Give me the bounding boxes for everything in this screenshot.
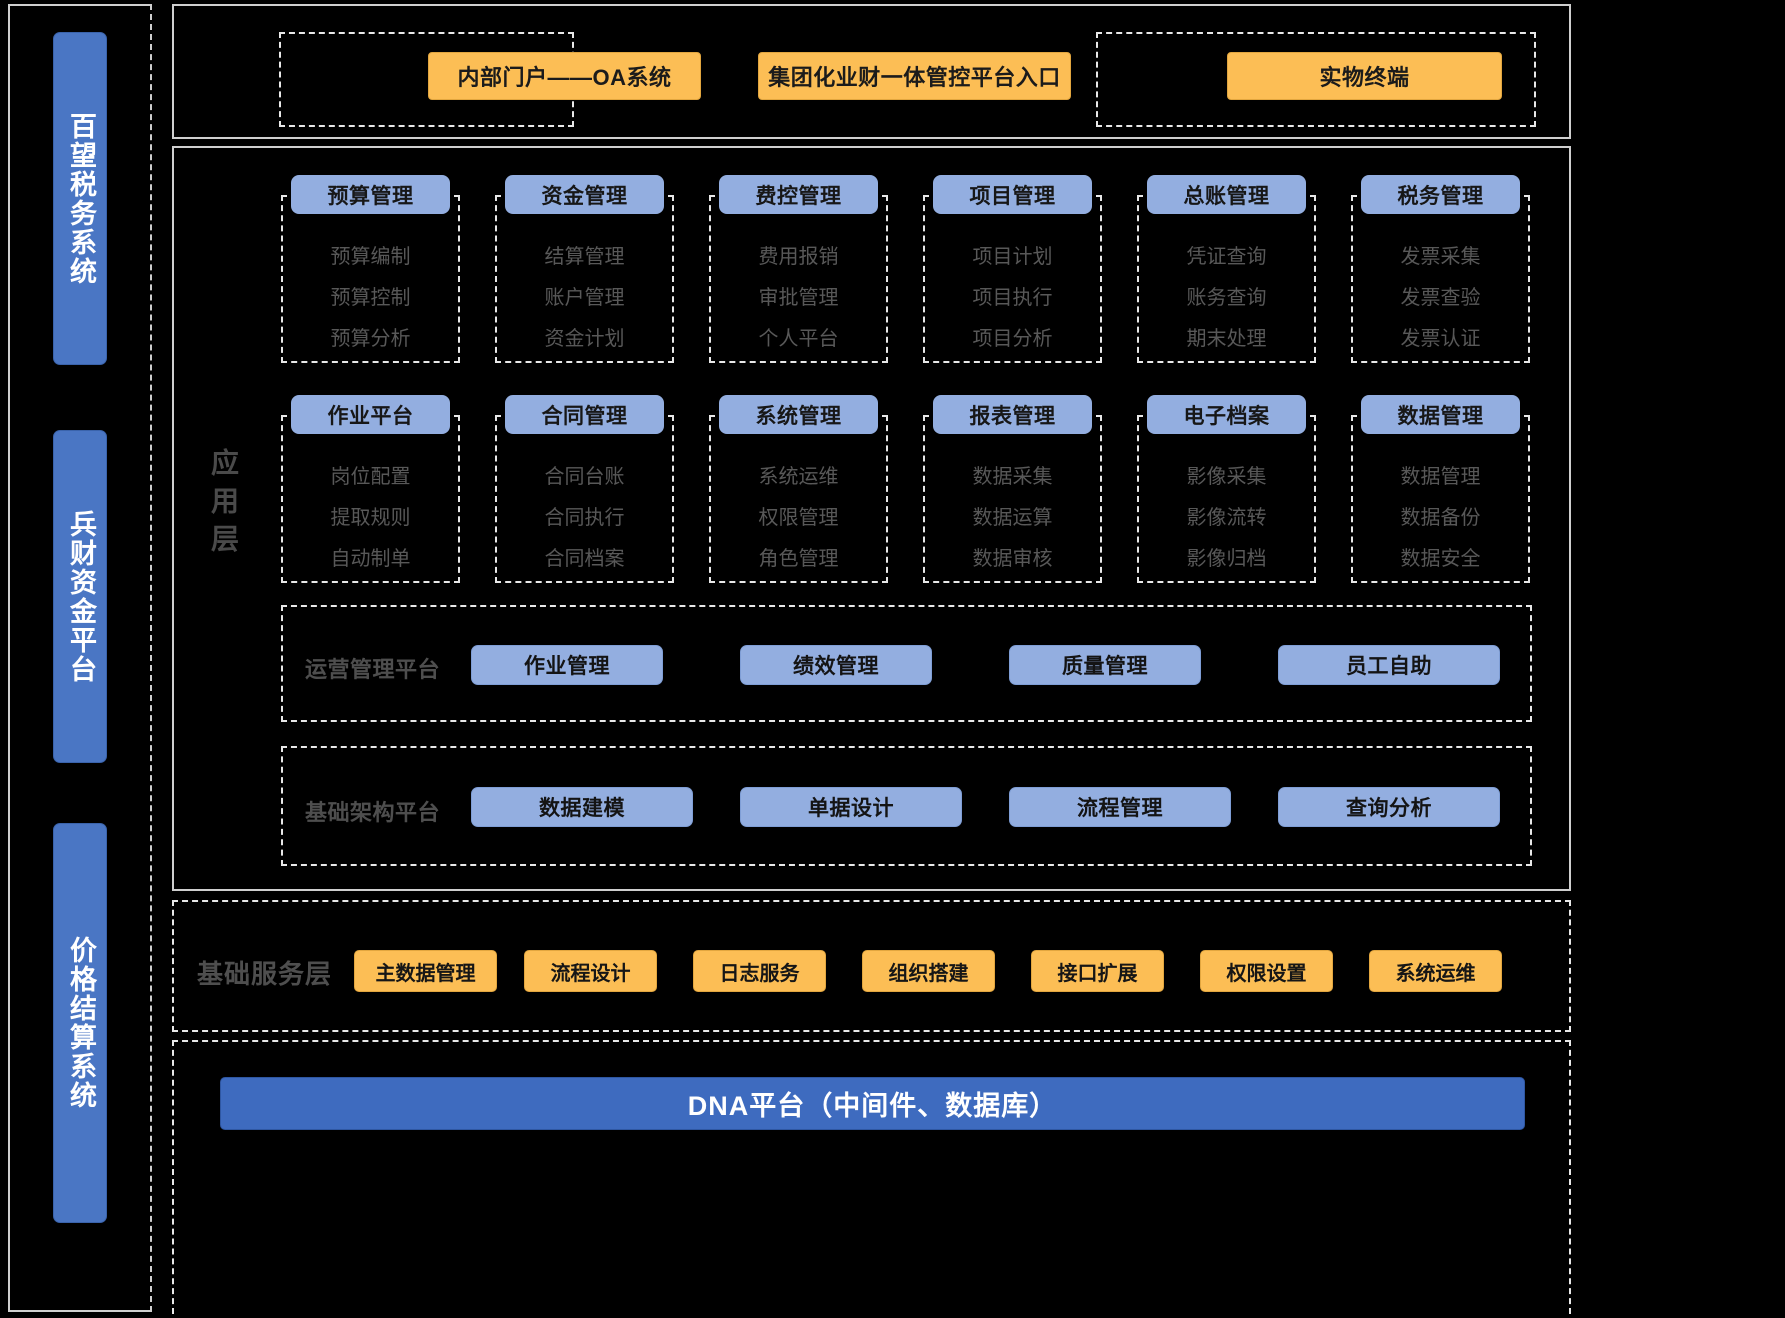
infra-item-process-management[interactable]: 流程管理 xyxy=(1009,787,1231,827)
module-title[interactable]: 费控管理 xyxy=(719,175,878,214)
module-title[interactable]: 资金管理 xyxy=(505,175,664,214)
module-title[interactable]: 作业平台 xyxy=(291,395,450,434)
infra-item-document-design[interactable]: 单据设计 xyxy=(740,787,962,827)
module-body: 数据管理 数据备份 数据安全 xyxy=(1351,415,1530,583)
ops-item-performance-management[interactable]: 绩效管理 xyxy=(740,645,932,685)
module-body: 岗位配置 提取规则 自动制单 xyxy=(281,415,460,583)
module-item[interactable]: 数据审核 xyxy=(972,548,1053,570)
module-item[interactable]: 项目执行 xyxy=(972,287,1053,309)
module-item[interactable]: 预算控制 xyxy=(330,287,411,309)
base-item-log-service[interactable]: 日志服务 xyxy=(693,950,826,992)
module-item[interactable]: 发票采集 xyxy=(1400,246,1481,268)
module-item[interactable]: 影像归档 xyxy=(1186,548,1267,570)
main-column: 内部门户——OA系统 集团化业财一体管控平台入口 实物终端 应用层 预算编制 预… xyxy=(172,0,1572,1318)
module-title[interactable]: 预算管理 xyxy=(291,175,450,214)
portal-layer: 内部门户——OA系统 集团化业财一体管控平台入口 实物终端 xyxy=(172,4,1571,139)
module-body: 合同台账 合同执行 合同档案 xyxy=(495,415,674,583)
base-item-organization-build[interactable]: 组织搭建 xyxy=(862,950,995,992)
module-title[interactable]: 电子档案 xyxy=(1147,395,1306,434)
module-title[interactable]: 合同管理 xyxy=(505,395,664,434)
module-item[interactable]: 角色管理 xyxy=(758,548,839,570)
left-systems-rail xyxy=(8,4,150,1312)
module-item[interactable]: 数据采集 xyxy=(972,466,1053,488)
infra-item-query-analysis[interactable]: 查询分析 xyxy=(1278,787,1500,827)
module-item[interactable]: 项目分析 xyxy=(972,328,1053,350)
ops-item-work-management[interactable]: 作业管理 xyxy=(471,645,663,685)
ops-item-quality-management[interactable]: 质量管理 xyxy=(1009,645,1201,685)
module-body: 数据采集 数据运算 数据审核 xyxy=(923,415,1102,583)
module-item[interactable]: 账务查询 xyxy=(1186,287,1267,309)
module-body: 费用报销 审批管理 个人平台 xyxy=(709,195,888,363)
ops-platform-band xyxy=(281,605,1532,722)
module-title[interactable]: 总账管理 xyxy=(1147,175,1306,214)
module-title[interactable]: 税务管理 xyxy=(1361,175,1520,214)
module-body: 影像采集 影像流转 影像归档 xyxy=(1137,415,1316,583)
module-item[interactable]: 发票认证 xyxy=(1400,328,1481,350)
application-layer-label: 应用层 xyxy=(208,448,239,562)
module-item[interactable]: 费用报销 xyxy=(758,246,839,268)
module-title[interactable]: 系统管理 xyxy=(719,395,878,434)
module-item[interactable]: 自动制单 xyxy=(330,548,411,570)
module-item[interactable]: 系统运维 xyxy=(758,466,839,488)
module-item[interactable]: 影像采集 xyxy=(1186,466,1267,488)
module-item[interactable]: 提取规则 xyxy=(330,507,411,529)
module-body: 预算编制 预算控制 预算分析 xyxy=(281,195,460,363)
portal-entry-oa[interactable]: 内部门户——OA系统 xyxy=(428,52,701,100)
module-body: 发票采集 发票查验 发票认证 xyxy=(1351,195,1530,363)
base-service-layer-label: 基础服务层 xyxy=(197,959,333,989)
module-item[interactable]: 预算编制 xyxy=(330,246,411,268)
module-item[interactable]: 合同台账 xyxy=(544,466,625,488)
module-item[interactable]: 账户管理 xyxy=(544,287,625,309)
ops-item-employee-self-service[interactable]: 员工自助 xyxy=(1278,645,1500,685)
module-item[interactable]: 数据备份 xyxy=(1400,507,1481,529)
module-item[interactable]: 合同档案 xyxy=(544,548,625,570)
module-item[interactable]: 影像流转 xyxy=(1186,507,1267,529)
infra-platform-band xyxy=(281,746,1532,866)
module-title[interactable]: 项目管理 xyxy=(933,175,1092,214)
module-item[interactable]: 数据管理 xyxy=(1400,466,1481,488)
module-item[interactable]: 项目计划 xyxy=(972,246,1053,268)
module-item[interactable]: 期末处理 xyxy=(1186,328,1267,350)
portal-entry-physical-terminal[interactable]: 实物终端 xyxy=(1227,52,1502,100)
base-item-process-design[interactable]: 流程设计 xyxy=(524,950,657,992)
module-item[interactable]: 合同执行 xyxy=(544,507,625,529)
base-item-master-data[interactable]: 主数据管理 xyxy=(354,950,497,992)
infra-platform-label: 基础架构平台 xyxy=(305,800,441,825)
application-layer: 应用层 预算编制 预算控制 预算分析 预算管理 结算管理 账户管理 资金计划 资… xyxy=(172,146,1571,891)
module-body: 凭证查询 账务查询 期末处理 xyxy=(1137,195,1316,363)
module-item[interactable]: 发票查验 xyxy=(1400,287,1481,309)
module-item[interactable]: 审批管理 xyxy=(758,287,839,309)
module-item[interactable]: 数据安全 xyxy=(1400,548,1481,570)
module-item[interactable]: 结算管理 xyxy=(544,246,625,268)
module-title[interactable]: 数据管理 xyxy=(1361,395,1520,434)
sidebar-item-tax-system[interactable]: 百望税务系统 xyxy=(53,32,107,365)
sidebar-item-fund-platform[interactable]: 兵财资金平台 xyxy=(53,430,107,763)
module-body: 结算管理 账户管理 资金计划 xyxy=(495,195,674,363)
base-item-permission-settings[interactable]: 权限设置 xyxy=(1200,950,1333,992)
module-item[interactable]: 权限管理 xyxy=(758,507,839,529)
dna-platform-layer: DNA平台（中间件、数据库） xyxy=(172,1040,1571,1314)
module-item[interactable]: 凭证查询 xyxy=(1186,246,1267,268)
module-item[interactable]: 岗位配置 xyxy=(330,466,411,488)
module-item[interactable]: 数据运算 xyxy=(972,507,1053,529)
sidebar-item-price-settlement-system[interactable]: 价格结算系统 xyxy=(53,823,107,1223)
module-body: 系统运维 权限管理 角色管理 xyxy=(709,415,888,583)
dna-platform-bar[interactable]: DNA平台（中间件、数据库） xyxy=(220,1077,1525,1130)
module-item[interactable]: 预算分析 xyxy=(330,328,411,350)
base-service-layer: 基础服务层 主数据管理 流程设计 日志服务 组织搭建 接口扩展 权限设置 系统运… xyxy=(172,900,1571,1032)
module-item[interactable]: 资金计划 xyxy=(544,328,625,350)
ops-platform-label: 运营管理平台 xyxy=(305,657,441,682)
left-rail-divider xyxy=(150,4,152,1312)
portal-entry-group-platform[interactable]: 集团化业财一体管控平台入口 xyxy=(758,52,1071,100)
module-title[interactable]: 报表管理 xyxy=(933,395,1092,434)
module-item[interactable]: 个人平台 xyxy=(758,328,839,350)
base-item-interface-extension[interactable]: 接口扩展 xyxy=(1031,950,1164,992)
base-item-system-ops[interactable]: 系统运维 xyxy=(1369,950,1502,992)
module-body: 项目计划 项目执行 项目分析 xyxy=(923,195,1102,363)
infra-item-data-modeling[interactable]: 数据建模 xyxy=(471,787,693,827)
portal-group-right xyxy=(1096,32,1536,127)
